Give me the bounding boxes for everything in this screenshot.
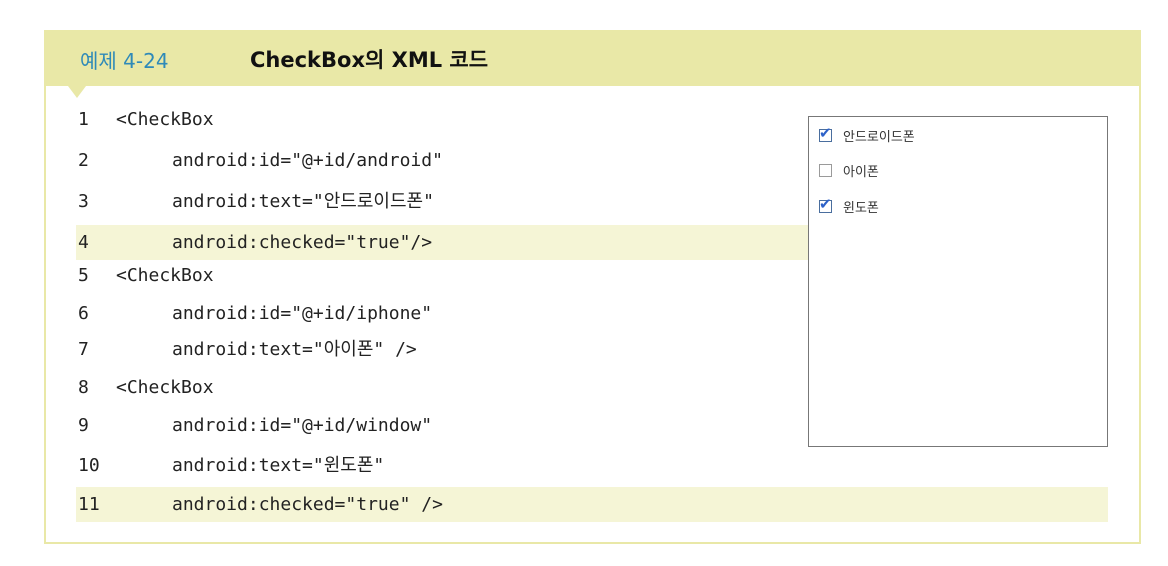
example-title: CheckBox의 XML 코드 bbox=[250, 48, 489, 72]
line-number: 11 bbox=[78, 494, 100, 515]
line-number: 4 bbox=[78, 232, 89, 253]
checkmark-icon: ✔ bbox=[819, 194, 832, 213]
checkbox-android[interactable]: ✔ 안드로이드폰 bbox=[819, 122, 915, 148]
checkbox-preview-panel: ✔ 안드로이드폰 아이폰 ✔ 윈도폰 bbox=[808, 116, 1108, 447]
code-text: <CheckBox bbox=[116, 109, 214, 130]
checkmark-icon: ✔ bbox=[819, 123, 832, 142]
line-number: 7 bbox=[78, 339, 89, 360]
code-text: <CheckBox bbox=[116, 377, 214, 398]
line-number: 6 bbox=[78, 303, 89, 324]
example-number-label: 예제 4-24 bbox=[80, 49, 169, 73]
code-text: android:text="윈도폰" bbox=[172, 455, 385, 476]
code-text: android:text="안드로이드폰" bbox=[172, 191, 434, 212]
checkbox-label: 안드로이드폰 bbox=[843, 129, 915, 145]
example-title-bar: 예제 4-24 CheckBox의 XML 코드 bbox=[46, 32, 1139, 86]
code-text: android:checked="true" /> bbox=[172, 494, 443, 515]
checkbox-label: 윈도폰 bbox=[843, 200, 879, 216]
checkbox-box[interactable]: ✔ bbox=[819, 123, 832, 142]
line-number: 1 bbox=[78, 109, 89, 130]
line-number: 9 bbox=[78, 415, 89, 436]
code-text: android:text="아이폰" /> bbox=[172, 339, 417, 360]
code-text: android:id="@+id/android" bbox=[172, 150, 443, 171]
line-number: 3 bbox=[78, 191, 89, 212]
checkbox-iphone[interactable]: 아이폰 bbox=[819, 157, 879, 183]
line-number: 2 bbox=[78, 150, 89, 171]
title-pointer-arrow bbox=[68, 86, 86, 98]
line-number: 10 bbox=[78, 455, 100, 476]
line-number: 5 bbox=[78, 265, 89, 286]
code-text: android:checked="true"/> bbox=[172, 232, 433, 253]
code-text: android:id="@+id/iphone" bbox=[172, 303, 433, 324]
checkbox-box[interactable] bbox=[819, 163, 832, 177]
checkbox-window[interactable]: ✔ 윈도폰 bbox=[819, 193, 879, 219]
line-highlight-4 bbox=[76, 225, 810, 260]
code-text: <CheckBox bbox=[116, 265, 214, 286]
checkbox-box[interactable]: ✔ bbox=[819, 194, 832, 213]
code-example-frame: 예제 4-24 CheckBox의 XML 코드 1 <CheckBox 2 a… bbox=[44, 30, 1141, 544]
line-number: 8 bbox=[78, 377, 89, 398]
line-highlight-11 bbox=[76, 487, 1108, 522]
checkbox-label: 아이폰 bbox=[843, 164, 879, 180]
code-text: android:id="@+id/window" bbox=[172, 415, 433, 436]
